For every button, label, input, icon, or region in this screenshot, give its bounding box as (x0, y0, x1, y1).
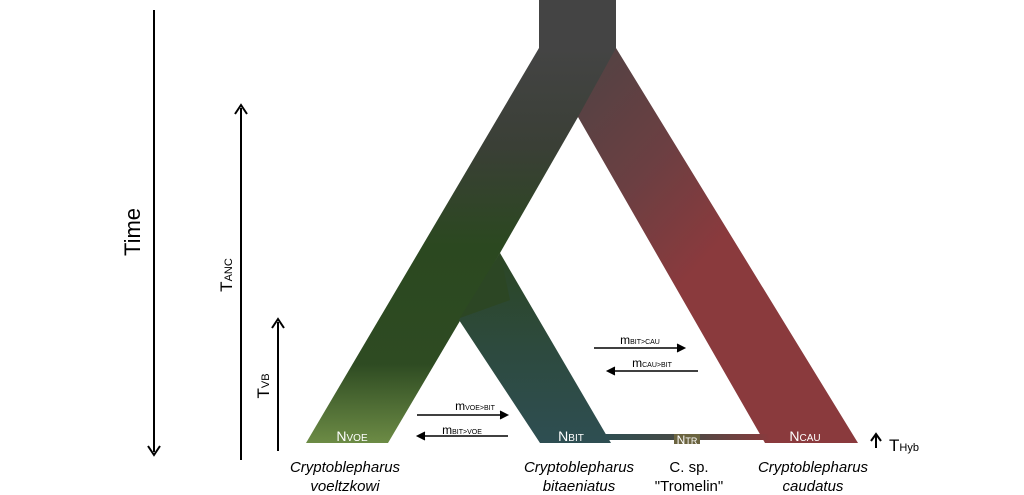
m-bit-cau-label: mBIT>CAU (620, 333, 660, 347)
ancestral-stem (539, 0, 616, 50)
bitaeniatus-branch-join (460, 253, 510, 318)
nvoe-label: NVOE (336, 428, 368, 444)
species-caudatus-line2: caudatus (783, 478, 844, 495)
tanc-arrowhead (234, 103, 248, 115)
species-voeltzkowi-line2: voeltzkowi (310, 478, 380, 495)
nbit-label: NBIT (558, 428, 584, 444)
ntr-label: NTR (677, 433, 698, 447)
voeltzkowi-branch (306, 48, 616, 443)
species-bitaeniatus-line1: Cryptoblepharus (524, 459, 635, 476)
tvb-label: TVB (254, 373, 273, 398)
m-bit-voe-arrowhead (415, 431, 426, 441)
tanc-label: TANC (217, 258, 236, 292)
tromelin-node (674, 434, 700, 444)
species-tromelin-line2: "Tromelin" (655, 478, 723, 495)
ncau-label: NCAU (789, 428, 820, 444)
species-voeltzkowi-line1: Cryptoblepharus (290, 459, 401, 476)
m-voe-bit-label: mVOE>BIT (455, 399, 495, 413)
time-arrowhead (147, 445, 161, 457)
m-bit-cau-arrowhead (676, 343, 687, 353)
species-caudatus-line1: Cryptoblepharus (758, 459, 869, 476)
time-label: Time (120, 208, 145, 256)
caudatus-branch (505, 48, 858, 443)
species-tromelin-line1: C. sp. (669, 459, 708, 476)
thyb-label: THyb (889, 436, 919, 455)
m-bit-voe-label: mBIT>VOE (442, 423, 482, 437)
thyb-arrowhead (870, 432, 882, 442)
species-bitaeniatus-line2: bitaeniatus (543, 478, 616, 495)
m-cau-bit-arrowhead (605, 366, 616, 376)
m-voe-bit-arrowhead (499, 410, 510, 420)
tvb-arrowhead (271, 317, 285, 329)
m-cau-bit-label: mCAU>BIT (632, 356, 672, 370)
